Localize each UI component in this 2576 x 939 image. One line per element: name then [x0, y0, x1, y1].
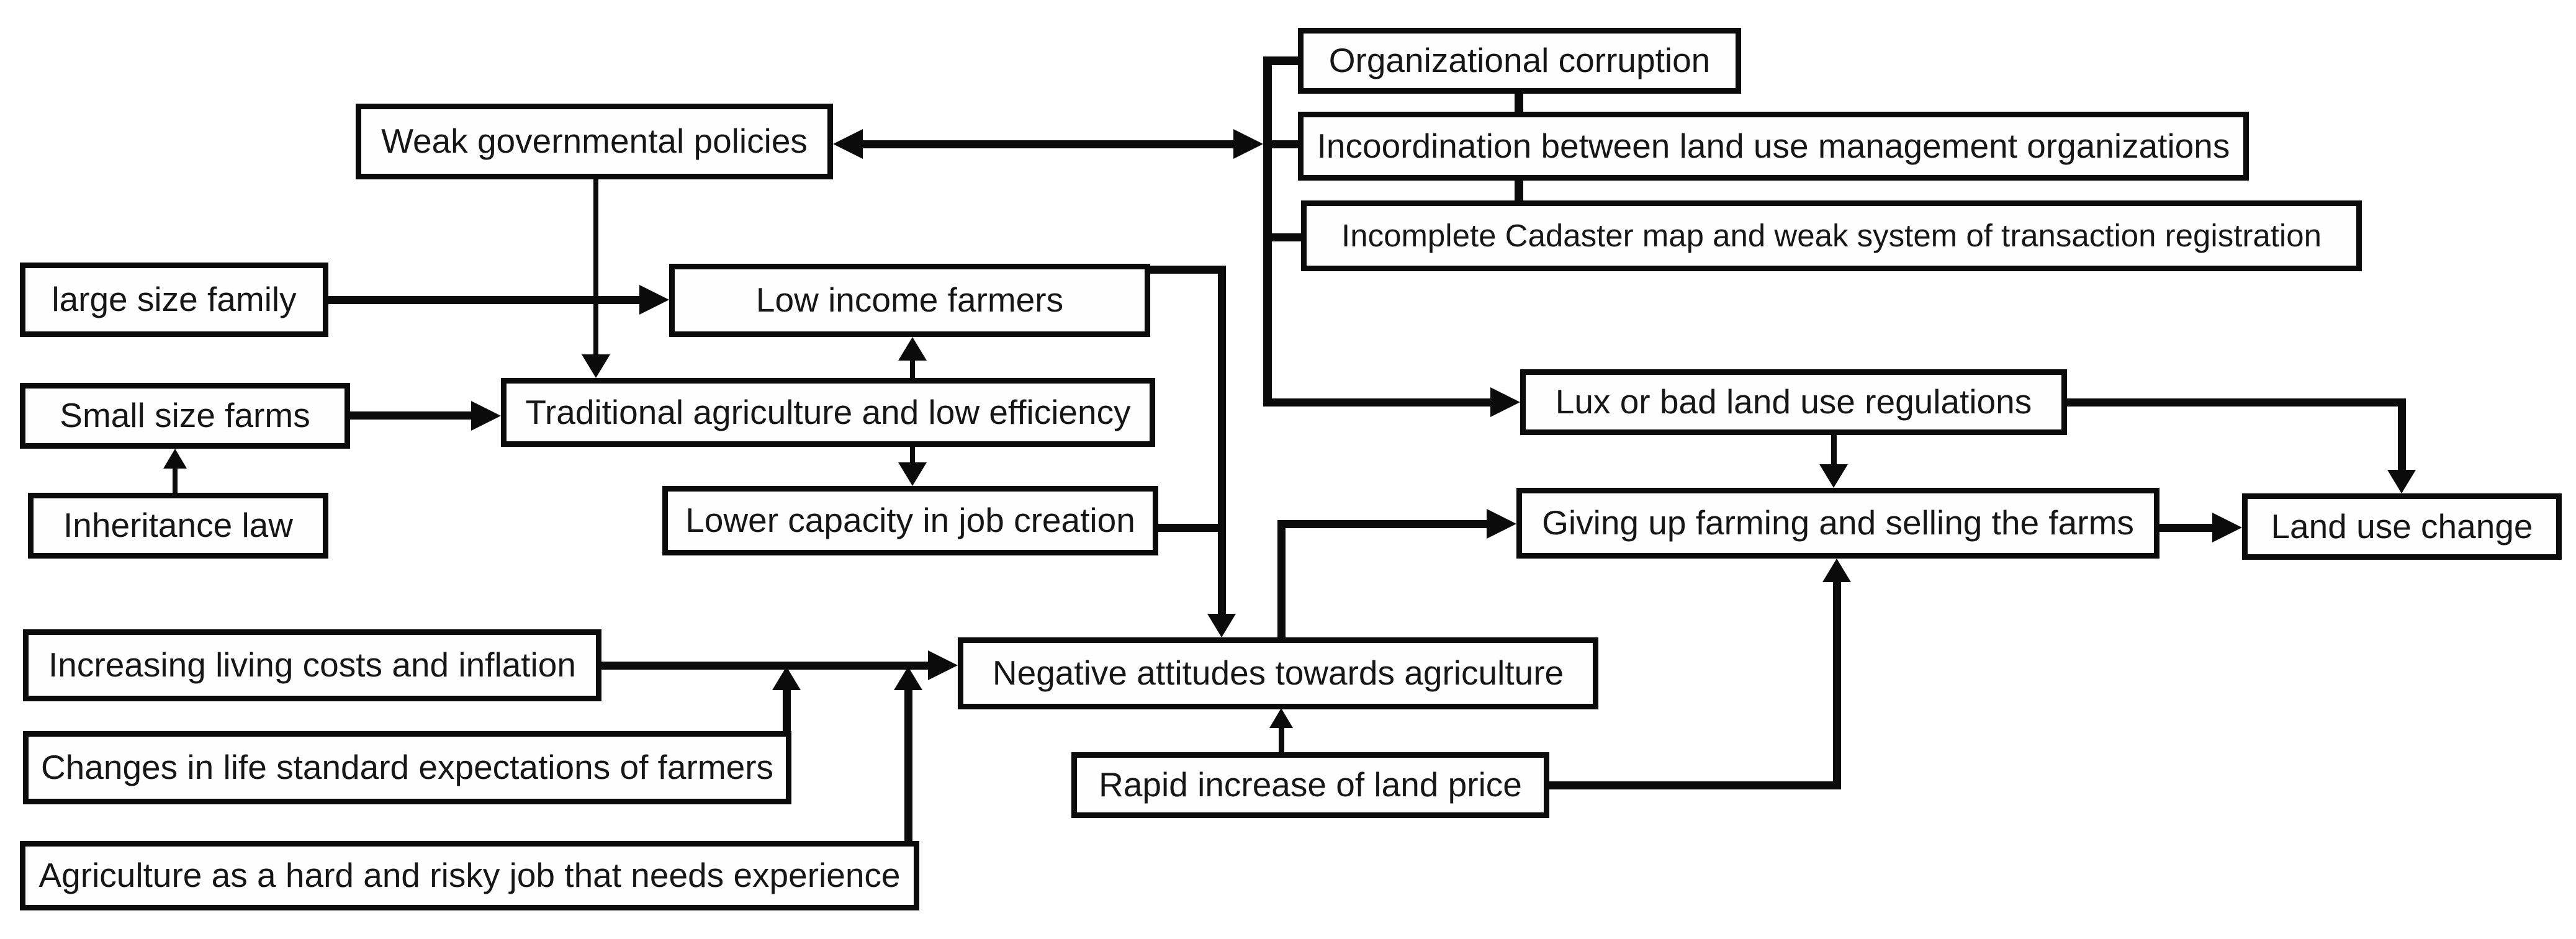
- edge-negative-givingup-arrowhead: [1487, 509, 1516, 539]
- edge-lux-landuse-vertical: [2398, 398, 2406, 472]
- edge-largefamily-lowincome-arrowhead: [639, 285, 669, 315]
- governance-spine-line: [1263, 56, 1272, 407]
- spine-stub-organizational-corruption: [1263, 56, 1298, 65]
- node-organizational-corruption: Organizational corruption: [1298, 28, 1741, 94]
- edge-negative-givingup-vertical: [1277, 520, 1286, 642]
- node-lux-or-bad-land-use-regulations: Lux or bad land use regulations: [1520, 369, 2067, 435]
- edge-spine-lux-arrowhead: [1490, 387, 1520, 417]
- edge-costs-negative-line: [601, 662, 930, 670]
- node-increasing-living-costs-inflation: Increasing living costs and inflation: [23, 629, 601, 701]
- edge-spine-lux-line: [1263, 398, 1490, 407]
- edge-rapid-givingup-vertical: [1833, 577, 1841, 786]
- edge-hardjob-negative-line: [904, 684, 912, 841]
- edge-lowercapacity-negative-segment: [1158, 524, 1220, 532]
- node-land-use-change: Land use change: [2242, 493, 2562, 560]
- node-changes-life-standard-expectations: Changes in life standard expectations of…: [23, 731, 791, 804]
- edge-weakgov-traditional-arrowhead: [582, 354, 610, 378]
- spine-stub-cadaster: [1272, 233, 1301, 241]
- node-inheritance-law: Inheritance law: [28, 493, 328, 559]
- edge-lowincome-negative-top-segment: [1150, 266, 1226, 274]
- edge-traditional-lowercapacity-line: [910, 447, 915, 464]
- edge-lowincome-negative-vertical: [1218, 266, 1226, 615]
- connector-corruption-incoordination: [1515, 92, 1523, 113]
- edge-inheritance-smallfarms-line: [173, 465, 178, 493]
- edge-negative-givingup-horizontal: [1277, 520, 1488, 528]
- edge-weakgov-governance-line: [862, 140, 1235, 148]
- edge-traditional-lowercapacity-arrowhead: [898, 462, 927, 486]
- node-lower-capacity-job-creation: Lower capacity in job creation: [662, 486, 1158, 555]
- edge-givingup-landuse-arrowhead: [2212, 513, 2242, 542]
- edge-costs-negative-arrowhead: [928, 650, 958, 680]
- edge-givingup-landuse-line: [2159, 524, 2212, 532]
- edge-lux-landuse-arrowhead: [2387, 470, 2416, 493]
- edge-weakgov-traditional-line: [593, 179, 598, 357]
- edge-weakgov-governance-right-arrowhead: [1233, 129, 1263, 159]
- edge-rapid-givingup-arrowhead: [1822, 559, 1851, 582]
- edge-lux-givingup-line: [1831, 435, 1837, 466]
- edge-inheritance-smallfarms-arrowhead: [163, 449, 187, 469]
- edge-lowincome-negative-arrowhead: [1207, 614, 1236, 637]
- edge-smallfarms-traditional-line: [350, 411, 474, 420]
- edge-changes-negative-line: [783, 684, 791, 731]
- node-incoordination-land-use-management: Incoordination between land use manageme…: [1298, 112, 2249, 181]
- spine-stub-incoordination: [1272, 140, 1298, 148]
- node-small-size-farms: Small size farms: [20, 383, 350, 449]
- node-low-income-farmers: Low income farmers: [669, 264, 1150, 337]
- node-agriculture-hard-risky-job: Agriculture as a hard and risky job that…: [20, 841, 919, 910]
- edge-rapid-negative-arrowhead: [1269, 708, 1293, 728]
- edge-largefamily-lowincome-line: [328, 296, 642, 304]
- edge-smallfarms-traditional-arrowhead: [471, 401, 501, 431]
- edge-weakgov-governance-left-arrowhead: [833, 129, 863, 159]
- node-weak-governmental-policies: Weak governmental policies: [356, 104, 833, 179]
- node-negative-attitudes-towards-agriculture: Negative attitudes towards agriculture: [958, 637, 1598, 709]
- edge-changes-negative-arrowhead: [772, 667, 801, 690]
- edge-traditional-lowincome-line: [910, 358, 915, 378]
- edge-lux-givingup-arrowhead: [1819, 464, 1848, 488]
- edge-rapid-negative-line: [1279, 725, 1284, 752]
- node-incomplete-cadaster-map: Incomplete Cadaster map and weak system …: [1301, 200, 2362, 271]
- node-large-size-family: large size family: [20, 263, 328, 337]
- edge-rapid-givingup-horizontal: [1549, 781, 1841, 789]
- edge-lux-landuse-horizontal: [2067, 398, 2402, 407]
- connector-incoordination-cadaster: [1515, 179, 1523, 202]
- node-rapid-increase-land-price: Rapid increase of land price: [1071, 752, 1549, 818]
- edge-traditional-lowincome-arrowhead: [898, 337, 927, 361]
- node-traditional-agriculture-low-efficiency: Traditional agriculture and low efficien…: [501, 378, 1155, 447]
- node-giving-up-farming-selling-farms: Giving up farming and selling the farms: [1516, 488, 2159, 559]
- edge-hardjob-negative-arrowhead: [894, 667, 922, 690]
